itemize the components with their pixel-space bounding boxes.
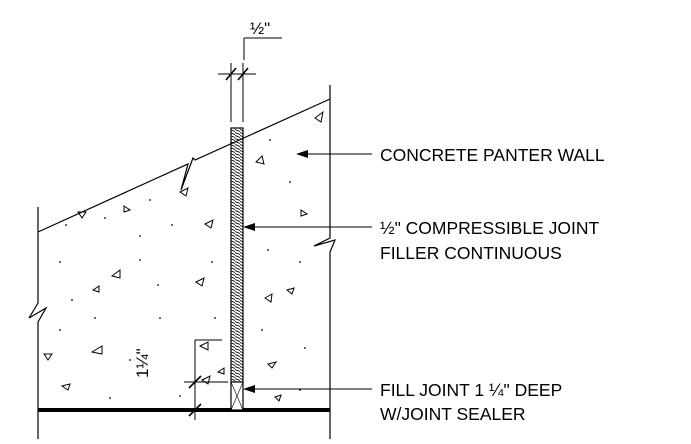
concrete-stipple (59, 139, 306, 399)
sealer-label-line2: W/JOINT SEALER (380, 404, 526, 424)
sealer-leader (243, 385, 372, 393)
joint-width-text: ½" (250, 19, 270, 38)
sealer-depth-text: 1¼" (133, 348, 152, 378)
left-wall-edge (28, 207, 48, 439)
sloped-wall-top (37, 98, 331, 233)
sealer-label-line1: FILL JOINT 1 ¼" DEEP (380, 380, 562, 400)
filler-label-line1: ½" COMPRESSIBLE JOINT (380, 218, 599, 238)
sealer-depth-dimension (184, 339, 228, 420)
filler-leader (243, 223, 372, 231)
right-wall-edge (313, 85, 337, 439)
wall-leader (296, 150, 372, 158)
joint-filler (230, 127, 244, 383)
filler-label-line2: FILLER CONTINUOUS (380, 243, 562, 263)
joint-width-dimension (218, 37, 282, 122)
wall-label: CONCRETE PANTER WALL (380, 145, 605, 165)
concrete-aggregate (43, 110, 324, 402)
